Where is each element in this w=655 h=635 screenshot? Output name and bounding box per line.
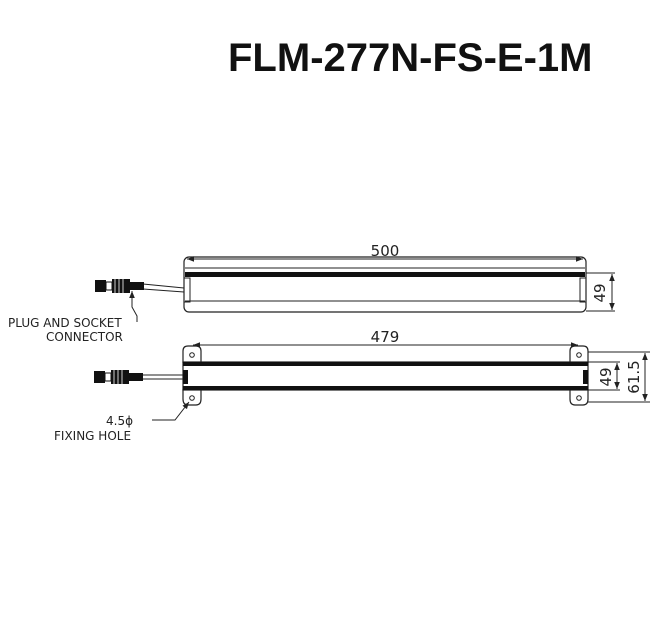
top-bar-outline <box>183 256 587 313</box>
top-view: 500 49 PLUG AND SOCKET CONNECTOR <box>8 242 615 344</box>
hole-note-line1: 4.5ϕ <box>106 414 133 428</box>
top-height-label: 49 <box>591 283 609 302</box>
connector-note-line2: CONNECTOR <box>46 330 123 344</box>
bottom-bar-outline <box>182 361 589 391</box>
left-top-tab <box>182 345 202 363</box>
bottom-length-label: 479 <box>371 328 400 346</box>
product-title: FLM-277N-FS-E-1M <box>228 36 593 80</box>
top-length-label: 500 <box>371 242 400 260</box>
top-connector <box>95 279 185 293</box>
connector-note-line1: PLUG AND SOCKET <box>8 316 122 330</box>
hole-note-line2: FIXING HOLE <box>54 429 131 443</box>
bottom-height-label: 49 <box>597 367 615 386</box>
top-bar-strip <box>185 272 585 277</box>
left-bottom-tab <box>182 389 202 406</box>
bottom-connector <box>94 370 183 384</box>
right-bottom-tab <box>569 389 589 406</box>
bottom-bar-strip <box>183 362 588 366</box>
bottom-view: 479 49 61.5 4.5ϕ FIXING HOLE <box>54 328 650 443</box>
right-top-tab <box>569 345 589 363</box>
bottom-overall-height-label: 61.5 <box>625 360 643 393</box>
